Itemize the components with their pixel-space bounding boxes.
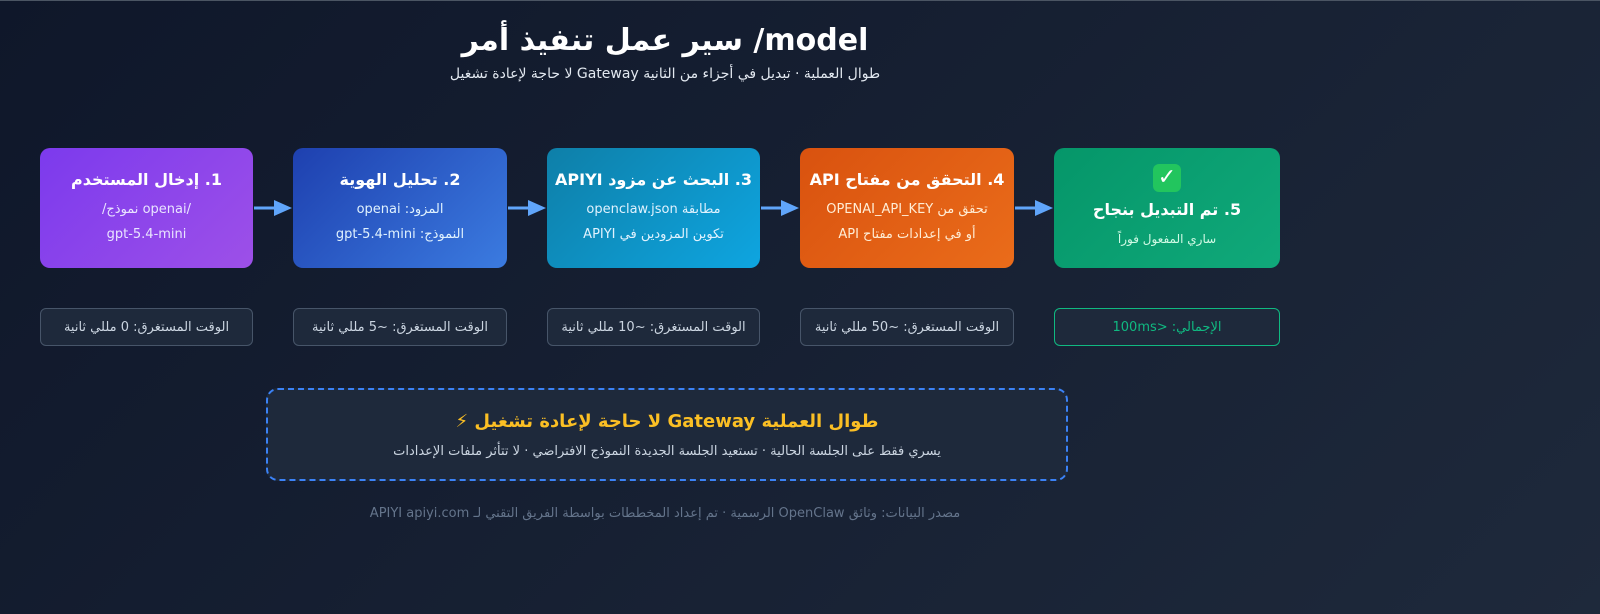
arrow-right-icon [761,200,799,216]
step-line: مطابقة openclaw.json [586,201,721,217]
step-line: ساري المفعول فوراً [1117,232,1217,246]
page-title: model/ سير عمل تنفيذ أمر [461,23,869,58]
arrow-right-icon [254,200,292,216]
step-line: gpt-5.4-mini [106,226,187,242]
step-line: تحقق من OPENAI_API_KEY [826,201,988,217]
timing-badge: الوقت المستغرق: 0 مللي ثانية [40,308,253,346]
step-api-key-check: 4. التحقق من مفتاح API تحقق من OPENAI_AP… [800,148,1014,268]
step-title: 1. إدخال المستخدم [71,169,223,189]
step-line: تكوين المزودين في APIYI [583,226,724,242]
step-user-input: 1. إدخال المستخدم /openai نموذج/ gpt-5.4… [40,148,253,268]
step-line: النموذج: gpt-5.4-mini [335,226,465,242]
total-timing-badge: الإجمالي: <100ms [1054,308,1280,346]
step-line: أو في إعدادات مفتاح API [838,226,976,242]
arrow-right-icon [508,200,546,216]
page-subtitle: طوال العملية · تبديل في أجزاء من الثانية… [449,66,881,82]
step-title: 4. التحقق من مفتاح API [809,169,1005,189]
check-mark-icon: ✓ [1153,164,1181,192]
step-title: 5. تم التبديل بنجاح [1092,200,1242,219]
timing-badge: الوقت المستغرق: ~10 مللي ثانية [547,308,760,346]
step-line: /openai نموذج/ [102,201,191,217]
arrow-right-icon [1015,200,1053,216]
notice-box: طوال العملية Gateway لا حاجة لإعادة تشغي… [266,388,1068,481]
notice-subtitle: يسري فقط على الجلسة الحالية · تستعيد الج… [393,443,941,459]
step-switch-success: ✓ 5. تم التبديل بنجاح ساري المفعول فوراً [1054,148,1280,268]
footer-source: مصدر البيانات: وثائق OpenClaw الرسمية · … [369,506,961,521]
step-title: 2. تحليل الهوية [339,169,461,189]
step-title: 3. البحث عن مزود APIYI [555,169,752,189]
step-provider-lookup: 3. البحث عن مزود APIYI مطابقة openclaw.j… [547,148,760,268]
timing-badge: الوقت المستغرق: ~50 مللي ثانية [800,308,1014,346]
step-identity-parse: 2. تحليل الهوية المزود: openai النموذج: … [293,148,507,268]
timing-badge: الوقت المستغرق: ~5 مللي ثانية [293,308,507,346]
step-line: المزود: openai [356,201,444,217]
notice-title: طوال العملية Gateway لا حاجة لإعادة تشغي… [455,410,879,432]
